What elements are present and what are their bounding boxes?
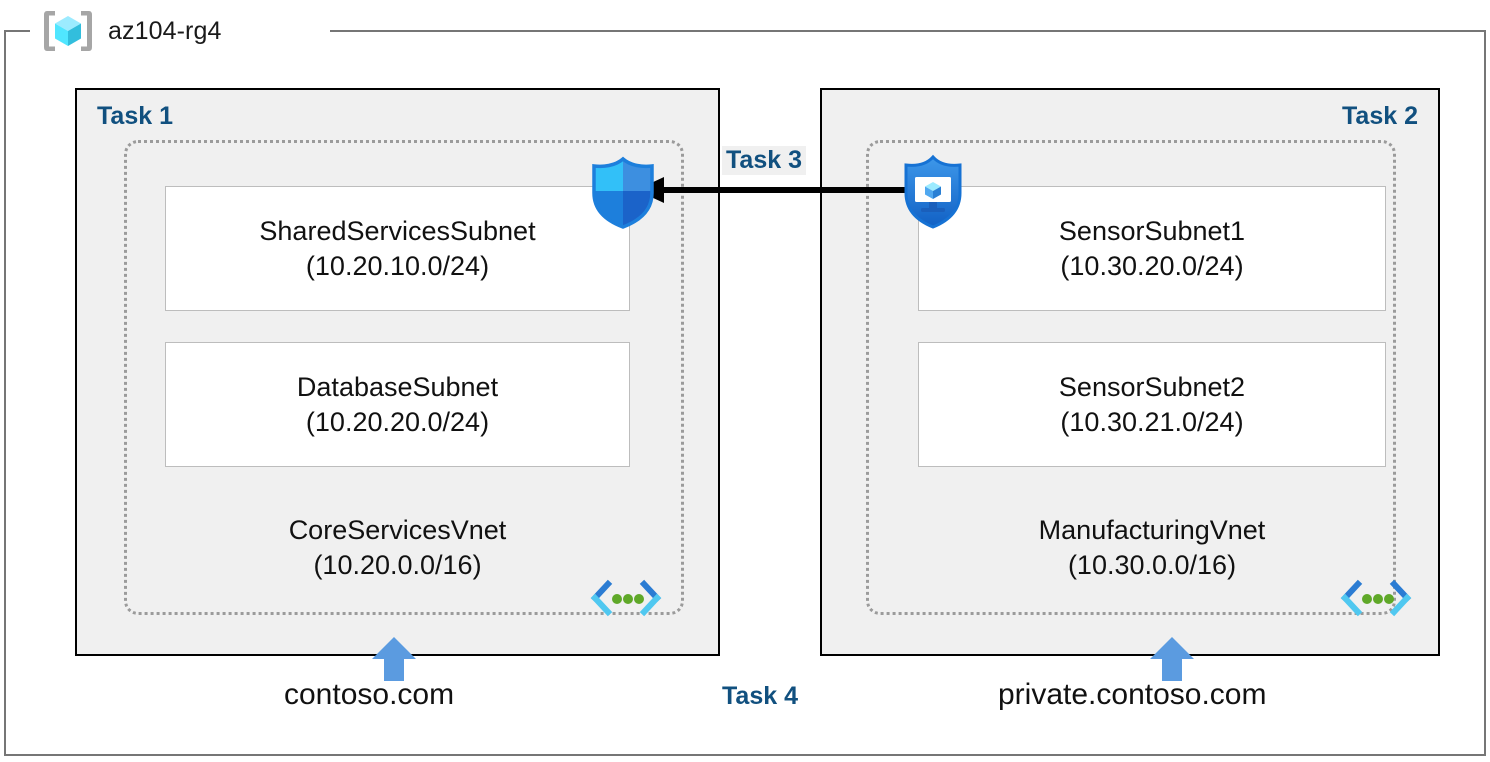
task3-heading: Task 3 bbox=[722, 146, 806, 175]
subnet-name: SensorSubnet2 bbox=[1058, 371, 1246, 402]
vnet-peering-icon bbox=[1340, 578, 1412, 624]
up-arrow-icon bbox=[370, 635, 418, 683]
task4-heading: Task 4 bbox=[722, 682, 798, 710]
subnet-cidr: (10.20.10.0/24) bbox=[305, 250, 490, 281]
subnet-name: DatabaseSubnet bbox=[296, 371, 499, 402]
resource-group-title: az104-rg4 bbox=[42, 8, 221, 54]
subnet-cidr: (10.30.21.0/24) bbox=[1060, 406, 1244, 437]
resource-group-frame bbox=[4, 30, 1486, 756]
vnet-peering-icon bbox=[590, 578, 662, 624]
vm-shield-icon bbox=[895, 152, 971, 232]
subnet-sensor2[interactable]: SensorSubnet2 (10.30.21.0/24) bbox=[918, 342, 1386, 467]
vnet-cidr: (10.30.0.0/16) bbox=[1067, 549, 1237, 580]
azure-resource-group-cube-icon bbox=[42, 8, 94, 54]
vnet-name: ManufacturingVnet bbox=[1038, 515, 1266, 545]
up-arrow-icon bbox=[1148, 635, 1196, 683]
subnet-database[interactable]: DatabaseSubnet (10.20.20.0/24) bbox=[165, 342, 630, 467]
task3-connector-arrow bbox=[630, 170, 920, 210]
subnet-name: SensorSubnet1 bbox=[1058, 215, 1246, 246]
task2-heading: Task 2 bbox=[1342, 102, 1418, 130]
subnet-cidr: (10.20.20.0/24) bbox=[305, 406, 490, 437]
vnet-name: CoreServicesVnet bbox=[288, 515, 507, 545]
dns-zone-label-private-contoso: private.contoso.com bbox=[998, 678, 1267, 711]
dns-zone-label-contoso: contoso.com bbox=[284, 678, 455, 711]
task1-heading: Task 1 bbox=[97, 102, 173, 130]
core-services-vnet-boundary bbox=[124, 140, 684, 615]
network-security-group-shield-icon bbox=[585, 155, 661, 231]
subnet-sensor1[interactable]: SensorSubnet1 (10.30.20.0/24) bbox=[918, 186, 1386, 311]
core-services-vnet-caption: CoreServicesVnet (10.20.0.0/16) bbox=[165, 513, 630, 582]
subnet-cidr: (10.30.20.0/24) bbox=[1060, 250, 1244, 281]
subnet-name: SharedServicesSubnet bbox=[259, 215, 536, 246]
subnet-shared-services[interactable]: SharedServicesSubnet (10.20.10.0/24) bbox=[165, 186, 630, 311]
resource-group-name: az104-rg4 bbox=[108, 16, 222, 45]
vnet-cidr: (10.20.0.0/16) bbox=[313, 549, 482, 580]
manufacturing-vnet-boundary bbox=[866, 140, 1396, 615]
manufacturing-vnet-caption: ManufacturingVnet (10.30.0.0/16) bbox=[918, 513, 1386, 582]
